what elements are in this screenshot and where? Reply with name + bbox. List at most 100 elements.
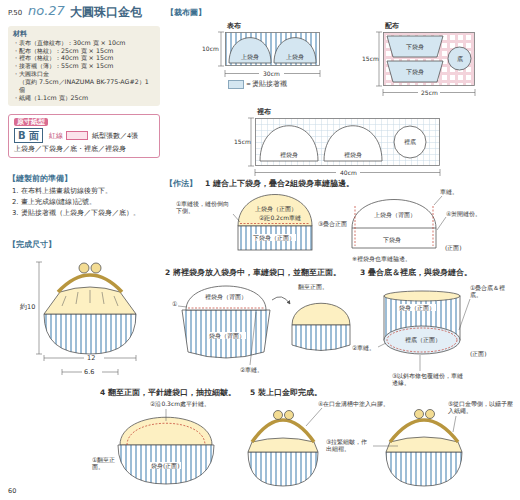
piece-outline (229, 38, 271, 63)
box-text: ・表布（直條紋布）：30cm 寬 × 10cm (13, 39, 155, 47)
piece-outline (274, 38, 316, 63)
section-heading: 【作法】 (165, 179, 197, 188)
step2-sewing (292, 303, 350, 325)
part-label: (正面) (445, 244, 462, 251)
step-heading: 2 將裡袋身放入袋身中，車縫袋口，並翻至正面。 (165, 268, 341, 277)
step2-sewing (186, 286, 266, 310)
part-label: 裡底（正面） (404, 336, 442, 343)
dimension: 10cm (202, 45, 219, 52)
finished-purse (62, 290, 118, 306)
accent-fabric: 配布下袋身下袋身底 (383, 32, 475, 86)
prep-step: 1. 在布料上描畫裁切線後剪下。 (12, 187, 112, 195)
step2-sewing (272, 297, 290, 304)
step2-sewing (292, 325, 350, 351)
part-label: 下袋身 (382, 236, 402, 243)
callout-number: ① (172, 300, 177, 307)
box-text: 材料 (13, 30, 155, 39)
step1-sewing (434, 196, 442, 205)
callout-text: 翻至正面。 (298, 283, 328, 290)
project-number: no.27 (28, 3, 65, 19)
step1-sewing (437, 217, 446, 230)
step1-sewing (238, 195, 312, 227)
step5-frame (426, 410, 435, 419)
step4-gathering (118, 409, 214, 484)
dimension-line (218, 32, 224, 66)
step2-sewing (250, 312, 256, 365)
prep-step: 2. 畫上完成線(縫線)記號。 (12, 198, 96, 206)
step1-sewing (352, 228, 436, 229)
dimension: 6.6 (84, 369, 94, 377)
fabric-rect (384, 33, 475, 86)
part-label: 裡袋身（背面） (204, 293, 248, 300)
step3-sewing (384, 291, 460, 301)
fabric-rect (226, 33, 320, 66)
part-label: 上袋身（背面） (373, 211, 417, 218)
step4-gathering (166, 409, 167, 421)
pattern-piece: 下袋身 (386, 35, 444, 58)
finished-purse (44, 314, 136, 354)
step5-frame (248, 452, 318, 486)
step5-frame (386, 452, 462, 486)
step5-frame (386, 437, 462, 452)
dimension: 15cm (234, 138, 251, 145)
dimension: 約10 (20, 304, 35, 312)
fabric-heading: 表布 (227, 21, 241, 31)
step2-sewing (178, 286, 350, 365)
step1-sewing (240, 223, 310, 224)
dimension: 15cm (362, 55, 379, 62)
pattern-piece: 底 (447, 46, 472, 71)
step1-sewing (238, 226, 312, 250)
dimension: 12 (87, 355, 95, 363)
box-text: 原寸紙型 (14, 118, 48, 126)
step-heading: 4 翻至正面，平針縫袋口，抽拉細皺。 (100, 388, 236, 397)
step5-frame (274, 411, 283, 420)
step2-sewing (182, 310, 270, 358)
callout-text: ③以斜布條包覆縫份，車縫邊緣。 (392, 372, 464, 386)
finished-purse (58, 275, 122, 292)
box-text: ・接著襯（薄）：55cm 寬 × 15cm (13, 62, 155, 70)
part-label: 袋身（背面） (208, 332, 246, 339)
step5-frame (285, 411, 294, 420)
piece-outline (387, 61, 443, 82)
step3-sewing (378, 343, 386, 347)
piece-outline (324, 126, 382, 161)
callout-text: ②距0.2cm車縫 (258, 214, 302, 221)
prep-step: 3. 燙貼接著襯（上袋身／下袋身／底）。 (12, 209, 140, 217)
step3-sewing (387, 328, 457, 352)
step5-frame (252, 420, 314, 442)
fabric-rect (256, 119, 440, 166)
piece-outline (394, 126, 426, 158)
page-number: 60 (8, 488, 16, 496)
pattern-sheet-box: 原寸紙型B 面紅線紙型張數／4張上袋身／下袋身／底・裡底／裡袋身 (8, 114, 160, 158)
step5-frame (453, 416, 456, 432)
lining-fabric: 裡布裡袋身裡袋身裡底 (255, 118, 440, 166)
step3-sewing (459, 299, 470, 330)
piece-name: 上袋身 (286, 53, 304, 60)
box-text: ・大圓珠口金 (13, 70, 155, 78)
piece-name: 下袋身 (406, 68, 424, 75)
piece-outline (448, 47, 471, 70)
legend-text: ＝燙貼接著襯 (245, 81, 287, 89)
callout-text: ④在口金溝槽中塗入白膠。 (318, 400, 389, 407)
step2-sewing (178, 306, 187, 307)
dimension-line (383, 89, 475, 96)
step1-sewing (355, 206, 433, 246)
part-label: (正面) (470, 350, 487, 357)
step1-sewing (233, 195, 446, 251)
page-ref: P.50 (8, 9, 22, 17)
step1-sewing (233, 214, 240, 222)
step2-sewing (188, 308, 264, 309)
callout-text: 車縫。 (440, 188, 458, 195)
step5-frame (373, 446, 398, 447)
step3-sewing (420, 355, 421, 371)
step3-sewing (378, 291, 470, 371)
step5-frame (248, 408, 462, 486)
red-line-swatch (66, 131, 88, 140)
pattern-piece: 裡袋身 (259, 122, 319, 162)
piece-name: 下袋身 (406, 43, 424, 50)
fabric-heading: 裡布 (257, 107, 271, 117)
piece-name: 裡底 (404, 138, 416, 145)
callout-text: ②沿0.3cm處平針縫。 (150, 400, 210, 407)
callout-text: ②車縫。 (240, 366, 263, 373)
